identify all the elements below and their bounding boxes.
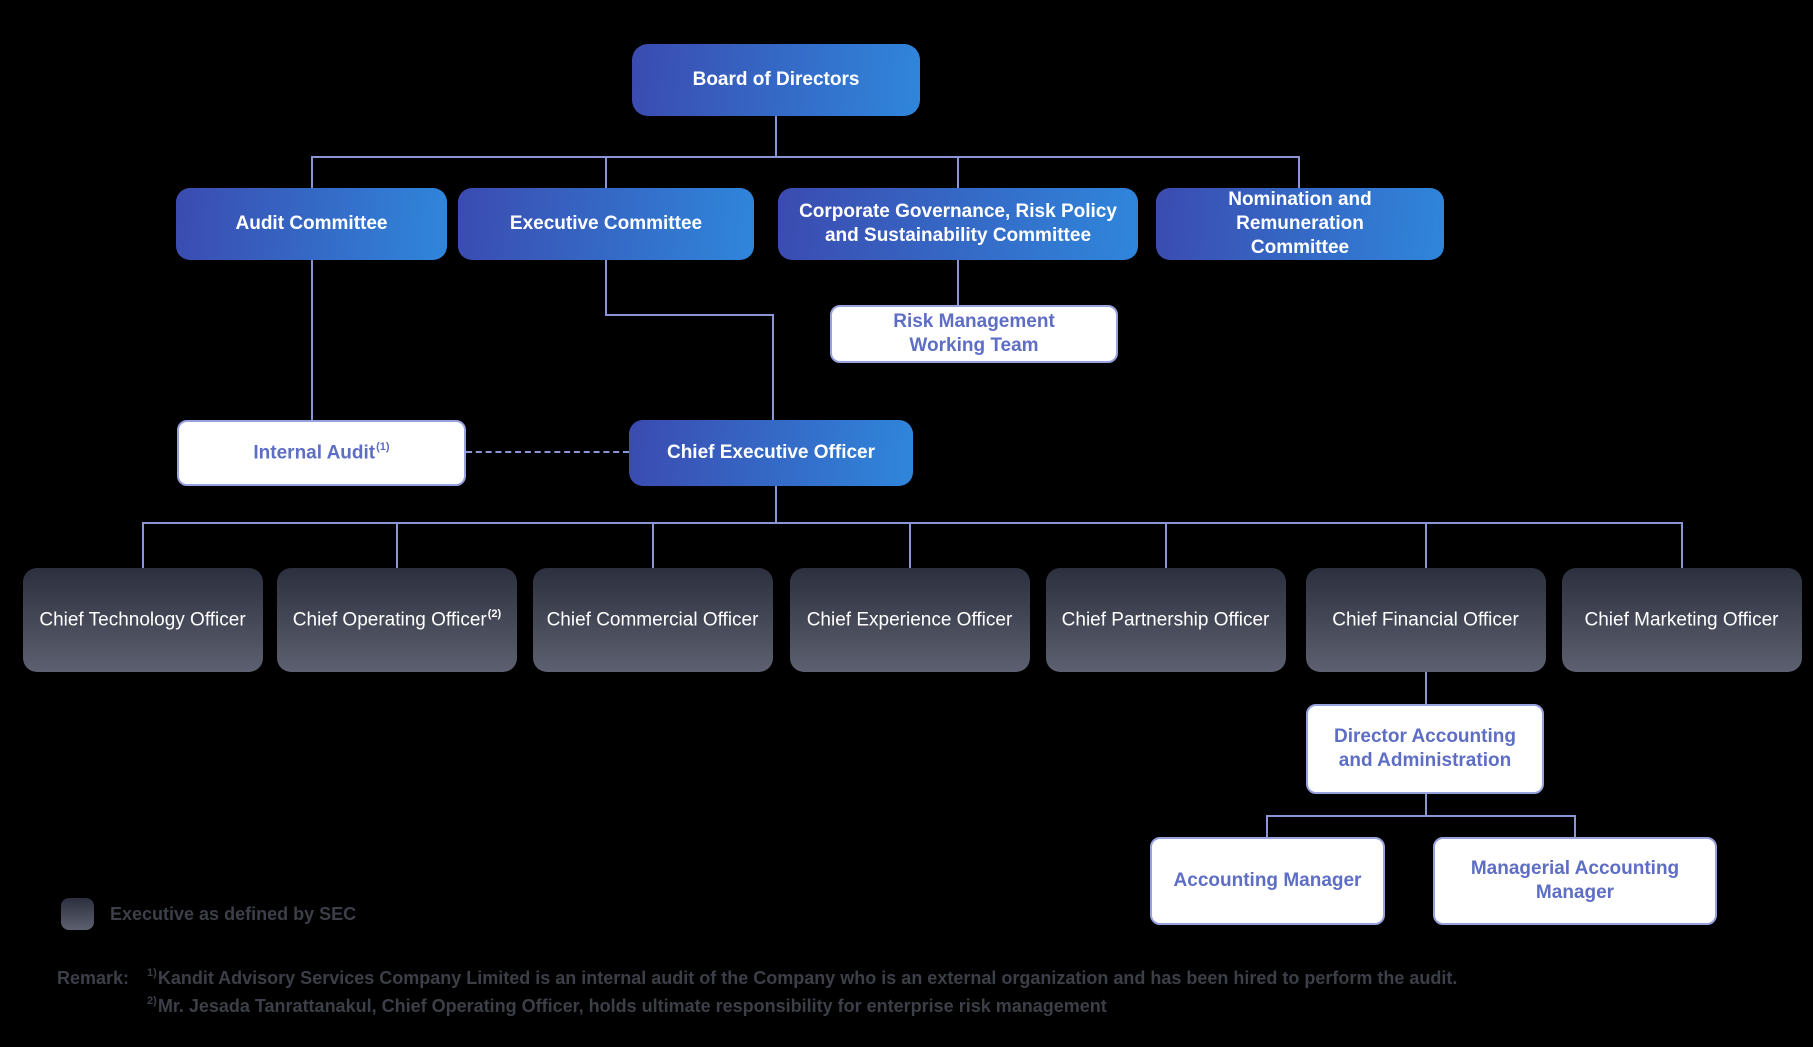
footnote-marker: (1) [376,440,390,453]
connector-accounting-manager-drop [1266,815,1268,837]
node-chief-partnership-officer: Chief Partnership Officer [1046,568,1286,672]
node-chief-experience-officer: Chief Experience Officer [790,568,1030,672]
footnote-marker: 1) [147,967,157,979]
node-label: Chief Commercial Officer [546,609,759,630]
connector-executive-drop [605,156,607,188]
node-chief-commercial-officer: Chief Commercial Officer [533,568,773,672]
connector-cfo-to-director [1425,672,1427,704]
node-director-accounting-administration: Director Accounting and Administration [1306,704,1544,794]
node-label: Chief Experience Officer [806,609,1013,630]
node-label: Accounting Manager [1173,869,1362,891]
node-label: Chief Partnership Officer [1061,609,1270,630]
connector-executive-to-ceo [772,314,774,420]
remark-line-1: 1)Kandit Advisory Services Company Limit… [147,967,1458,989]
remark-line-2: 2)Mr. Jesada Tanrattanakul, Chief Operat… [147,995,1457,1017]
node-audit-committee: Audit Committee [176,188,447,260]
legend-executive-swatch [61,898,94,930]
legend-label: Executive as defined by SEC [110,903,357,924]
connector-cmo-drop [1681,522,1683,568]
connector-officers-rail [142,522,1683,524]
node-chief-executive-officer: Chief Executive Officer [629,420,913,486]
node-label: Nomination and Remuneration Committee [1228,188,1372,259]
connector-nomination-drop [1298,156,1300,188]
remark-lines: 1)Kandit Advisory Services Company Limit… [147,967,1458,1017]
node-label: Audit Committee [235,212,388,234]
node-label: Chief Operating Officer(2) [292,607,502,630]
connector-ceo-drop [775,486,777,524]
connector-managers-rail [1266,815,1576,817]
node-label: Risk Management Working Team [893,310,1055,356]
node-internal-audit: Internal Audit(1) [177,420,466,486]
remark-text: Mr. Jesada Tanrattanakul, Chief Operatin… [157,996,1107,1016]
node-managerial-accounting-manager: Managerial Accounting Manager [1433,837,1717,925]
remark-text: Kandit Advisory Services Company Limited… [157,968,1458,988]
node-label: Board of Directors [692,68,860,90]
connector-board-drop [775,116,777,157]
node-label: Chief Marketing Officer [1584,609,1779,630]
node-nomination-committee: Nomination and Remuneration Committee [1156,188,1444,260]
remark-prefix: Remark: [57,968,130,988]
footnote-marker: 2) [147,995,157,1007]
connector-audit-drop [311,156,313,188]
connector-governance-drop [957,156,959,188]
connector-coo-drop [396,522,398,568]
connector-internal-audit-ceo-dashed [466,451,629,453]
connector-committees-rail [311,156,1300,158]
node-label: Chief Technology Officer [39,609,246,630]
node-label: Director Accounting and Administration [1334,725,1516,771]
connector-cpo-drop [1165,522,1167,568]
node-executive-committee: Executive Committee [458,188,754,260]
connector-cto-drop [142,522,144,568]
connector-cco-drop [652,522,654,568]
node-risk-management-working-team: Risk Management Working Team [830,305,1118,363]
connector-managerial-manager-drop [1574,815,1576,837]
node-chief-financial-officer: Chief Financial Officer [1306,568,1546,672]
node-board-of-directors: Board of Directors [632,44,920,116]
node-label: Managerial Accounting Manager [1470,857,1680,903]
connector-executive-elbow [605,314,774,316]
node-label: Internal Audit(1) [253,440,390,463]
connector-cfo-drop [1425,522,1427,568]
node-label: Executive Committee [509,212,703,234]
node-chief-technology-officer: Chief Technology Officer [23,568,263,672]
node-chief-marketing-officer: Chief Marketing Officer [1562,568,1802,672]
node-label: Corporate Governance, Risk Policy and Su… [799,200,1117,246]
connector-governance-to-risk-team [957,260,959,305]
node-accounting-manager: Accounting Manager [1150,837,1385,925]
remark: Remark: 1)Kandit Advisory Services Compa… [57,967,1458,1017]
connector-director-down [1425,793,1427,817]
node-governance-committee: Corporate Governance, Risk Policy and Su… [778,188,1138,260]
node-chief-operating-officer: Chief Operating Officer(2) [277,568,517,672]
footnote-marker: (2) [487,607,502,620]
node-label: Chief Executive Officer [666,441,876,463]
connector-executive-down [605,260,607,316]
connector-cxo-drop [909,522,911,568]
legend: Executive as defined by SEC [61,898,356,930]
connector-audit-to-internal-audit [311,260,313,420]
node-label: Chief Financial Officer [1332,609,1519,630]
